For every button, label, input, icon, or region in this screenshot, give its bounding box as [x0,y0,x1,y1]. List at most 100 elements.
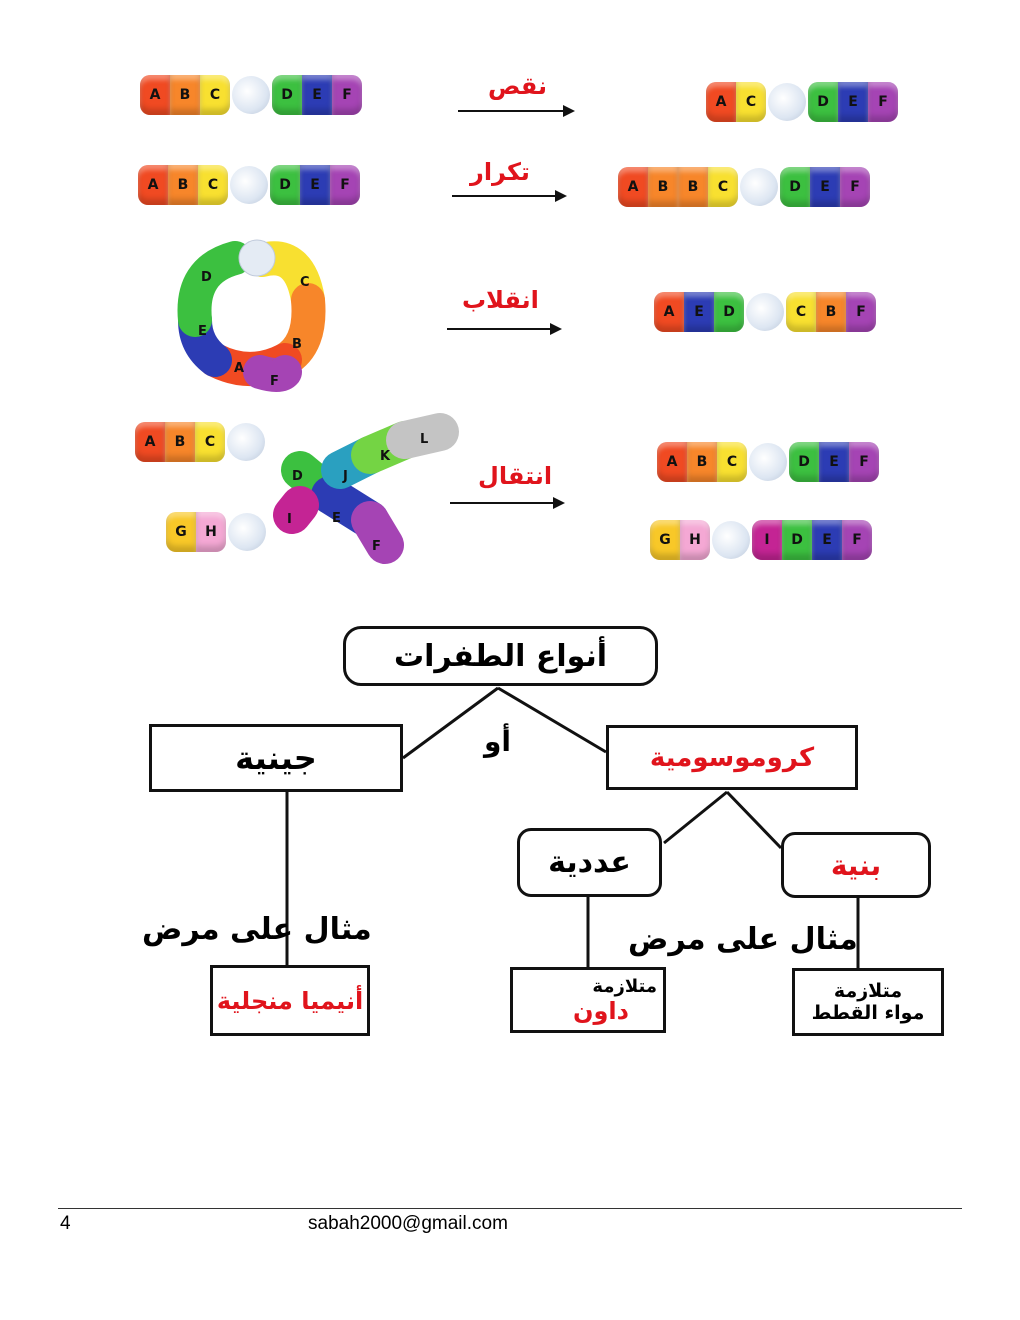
gene-segment: B [816,292,846,332]
arrow-icon [450,497,565,509]
gene-segment: E [810,167,840,207]
svg-text:J: J [342,469,348,484]
down-label: داون [573,996,629,1025]
diagram-title-box: أنواع الطفرات [343,626,658,686]
gene-segment: B [678,167,708,207]
cri-du-chat-box: متلازمة مواء القطط [792,968,944,1036]
gene-segment: F [849,442,879,482]
svg-text:D: D [201,270,212,285]
gene-segment: A [140,75,170,115]
gene-segment: D [270,165,300,205]
gene-segment: D [789,442,819,482]
gene-segment: G [166,512,196,552]
mutation-label-inversion: انقلاب [462,286,539,314]
gene-segment: F [842,520,872,560]
gene-segment: I [752,520,782,560]
gene-segment: C [200,75,230,115]
gene-segment: E [684,292,714,332]
structural-mutation-box: بنية [781,832,931,898]
gene-segment: B [168,165,198,205]
syndrome-label: متلازمة [592,975,657,997]
example-label-right: مثال على مرض [628,922,858,957]
svg-text:K: K [380,449,391,464]
gene-segment: D [780,167,810,207]
gene-segment: A [138,165,168,205]
centromere [230,166,268,204]
gene-segment: F [868,82,898,122]
numerical-mutation-box: عددية [517,828,662,897]
gene-segment: B [170,75,200,115]
gene-segment: F [330,165,360,205]
genetic-mutation-box: جينية [149,724,403,792]
centromere [712,521,750,559]
gene-segment: D [714,292,744,332]
gene-segment: F [840,167,870,207]
centromere [227,423,265,461]
example-label-left: مثال على مرض [142,912,372,947]
gene-segment: A [657,442,687,482]
chromosomal-mutation-box: كروموسومية [606,725,858,790]
gene-segment: H [680,520,710,560]
gene-segment: H [196,512,226,552]
centromere [749,443,787,481]
svg-text:C: C [300,275,310,290]
gene-segment: C [198,165,228,205]
or-label: أو [484,725,512,758]
svg-text:I: I [287,512,292,527]
svg-text:D: D [292,469,303,484]
gene-segment: C [708,167,738,207]
gene-segment: A [706,82,736,122]
mutation-label-deletion: نقص [488,72,548,100]
gene-segment: D [782,520,812,560]
gene-segment: E [812,520,842,560]
gene-segment: D [808,82,838,122]
arrow-icon [447,323,562,335]
page-number: 4 [60,1213,71,1234]
centromere [232,76,270,114]
gene-segment: C [195,422,225,462]
svg-text:F: F [270,374,279,389]
mutation-label-translocation: انتقال [478,462,553,490]
gene-segment: A [135,422,165,462]
cri-du-chat-label: مواء القطط [811,1002,925,1024]
sickle-cell-anemia-box: أنيميا منجلية [210,965,370,1036]
gene-segment: E [300,165,330,205]
syndrome-label: متلازمة [833,980,903,1002]
centromere [768,83,806,121]
gene-segment: B [165,422,195,462]
gene-segment: E [302,75,332,115]
svg-text:E: E [198,324,207,339]
down-syndrome-box: متلازمة داون [510,967,666,1033]
gene-segment: C [736,82,766,122]
centromere [746,293,784,331]
mutation-label-duplication: تكرار [470,158,530,186]
arrow-icon [458,105,575,117]
gene-segment: F [846,292,876,332]
gene-segment: E [819,442,849,482]
gene-segment: F [332,75,362,115]
svg-text:A: A [234,361,244,376]
gene-segment: C [717,442,747,482]
arrow-icon [452,190,567,202]
gene-segment: G [650,520,680,560]
centromere [740,168,778,206]
gene-segment: B [687,442,717,482]
svg-text:F: F [372,539,381,554]
footer-email: sabah2000@gmail.com [308,1213,508,1234]
gene-segment: A [618,167,648,207]
gene-segment: B [648,167,678,207]
svg-text:B: B [292,337,302,352]
svg-text:E: E [332,511,341,526]
gene-segment: C [786,292,816,332]
gene-segment: D [272,75,302,115]
footer-divider [58,1208,962,1209]
gene-segment: A [654,292,684,332]
